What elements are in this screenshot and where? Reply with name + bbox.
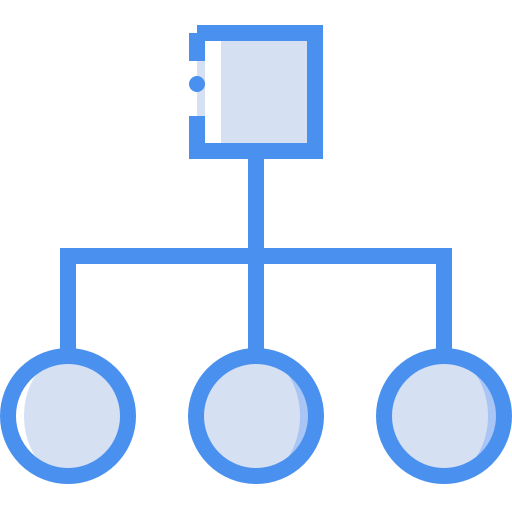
root-node-square xyxy=(189,25,323,159)
child-node-left xyxy=(0,348,136,484)
connector-lines xyxy=(60,159,452,352)
child-node-right xyxy=(376,348,512,484)
child-node-middle xyxy=(188,348,324,484)
